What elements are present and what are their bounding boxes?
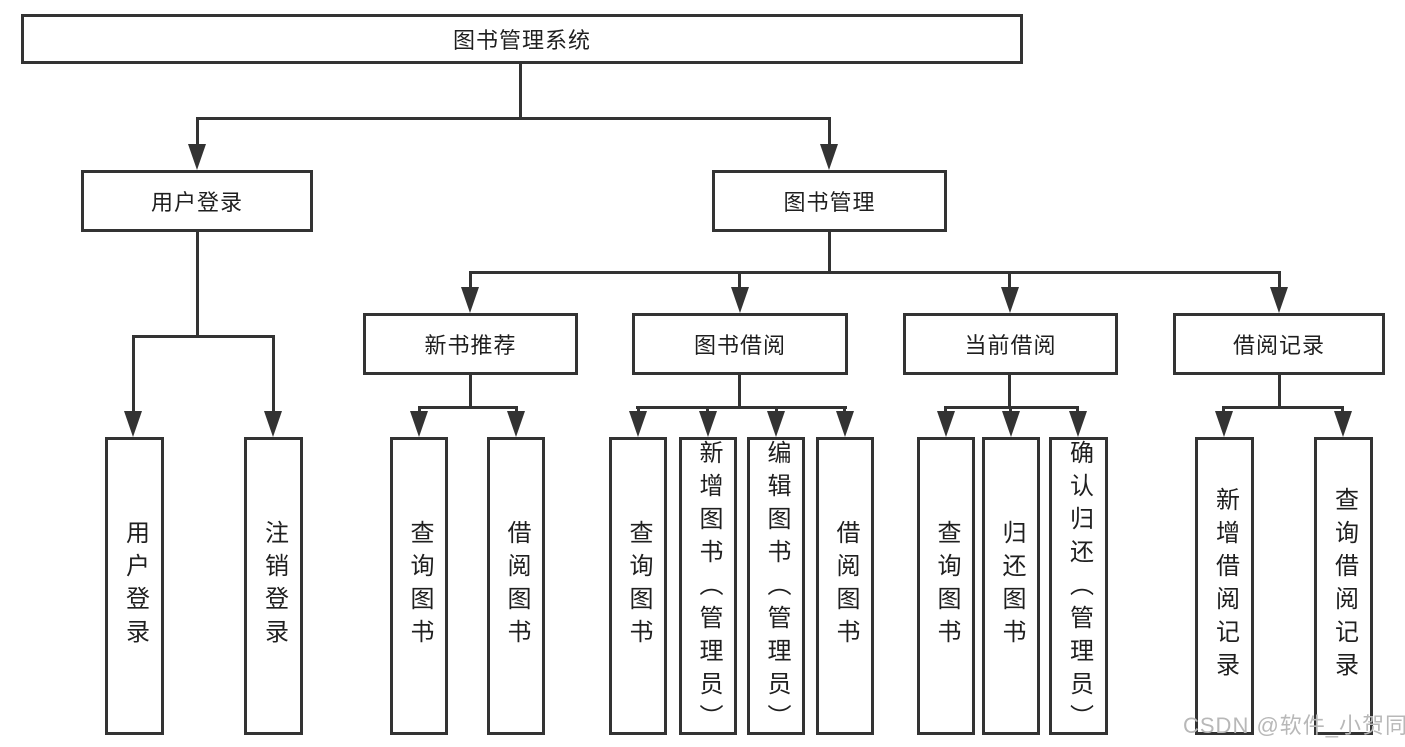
arrow-down-icon xyxy=(264,411,282,437)
connector-drop-current-borrow xyxy=(1008,271,1011,291)
connector-drop-new-book-rec xyxy=(469,271,472,291)
arrow-down-icon xyxy=(1001,287,1019,313)
leaf-logout: 注销登录 xyxy=(244,437,303,735)
connector-borrow-records-rail xyxy=(1222,406,1344,409)
node-current-borrowing: 当前借阅 xyxy=(903,313,1118,375)
arrow-down-icon xyxy=(410,411,428,437)
connector-drop-user-login xyxy=(196,117,199,150)
leaf-borrow-books-recommend: 借阅图书 xyxy=(487,437,545,735)
arrow-down-icon xyxy=(1215,411,1233,437)
arrow-down-icon xyxy=(124,411,142,437)
leaf-add-books-admin: 新增图书（管理员） xyxy=(679,437,737,737)
arrow-down-icon xyxy=(188,144,206,170)
node-book-borrowing: 图书借阅 xyxy=(632,313,848,375)
connector-borrow-records-stem xyxy=(1278,375,1281,409)
arrow-down-icon xyxy=(1069,411,1087,437)
connector-new-book-rec-stem xyxy=(469,375,472,409)
leaf-borrow-books-borrowing: 借阅图书 xyxy=(816,437,874,735)
leaf-query-books-recommend: 查询图书 xyxy=(390,437,448,735)
connector-book-borrow-rail xyxy=(636,406,847,409)
connector-drop-book-borrow xyxy=(738,271,741,291)
arrow-down-icon xyxy=(731,287,749,313)
leaf-query-books-borrowing: 查询图书 xyxy=(609,437,667,735)
arrow-down-icon xyxy=(629,411,647,437)
arrow-down-icon xyxy=(937,411,955,437)
connector-drop-leaf-logout xyxy=(272,335,275,413)
connector-drop-leaf-login xyxy=(132,335,135,413)
connector-user-login-rail xyxy=(132,335,275,338)
leaf-add-borrow-record: 新增借阅记录 xyxy=(1195,437,1254,735)
node-borrowing-records: 借阅记录 xyxy=(1173,313,1385,375)
connector-book-mgmt-stem xyxy=(828,232,831,274)
watermark: CSDN @软件_小贺同学 xyxy=(1183,713,1405,738)
node-user-login: 用户登录 xyxy=(81,170,313,232)
arrow-down-icon xyxy=(461,287,479,313)
connector-book-borrow-stem xyxy=(738,375,741,409)
arrow-down-icon xyxy=(836,411,854,437)
connector-current-borrow-stem xyxy=(1008,375,1011,409)
connector-root-rail xyxy=(196,117,831,120)
leaf-user-login: 用户登录 xyxy=(105,437,164,735)
arrow-down-icon xyxy=(1002,411,1020,437)
leaf-query-borrow-record: 查询借阅记录 xyxy=(1314,437,1373,735)
arrow-down-icon xyxy=(820,144,838,170)
arrow-down-icon xyxy=(507,411,525,437)
arrow-down-icon xyxy=(1334,411,1352,437)
connector-new-book-rec-rail xyxy=(418,406,518,409)
node-new-book-recommend: 新书推荐 xyxy=(363,313,578,375)
connector-drop-book-mgmt xyxy=(828,117,831,150)
connector-drop-borrow-records xyxy=(1278,271,1281,291)
connector-user-login-stem xyxy=(196,232,199,338)
arrow-down-icon xyxy=(767,411,785,437)
arrow-down-icon xyxy=(1270,287,1288,313)
leaf-confirm-return-admin: 确认归还（管理员） xyxy=(1049,437,1108,737)
arrow-down-icon xyxy=(699,411,717,437)
leaf-edit-books-admin: 编辑图书（管理员） xyxy=(747,437,805,737)
node-book-management: 图书管理 xyxy=(712,170,947,232)
node-root: 图书管理系统 xyxy=(21,14,1023,64)
leaf-query-books-current: 查询图书 xyxy=(917,437,975,735)
connector-book-mgmt-rail xyxy=(469,271,1281,274)
connector-root-stem xyxy=(519,64,522,120)
leaf-return-books: 归还图书 xyxy=(982,437,1040,735)
